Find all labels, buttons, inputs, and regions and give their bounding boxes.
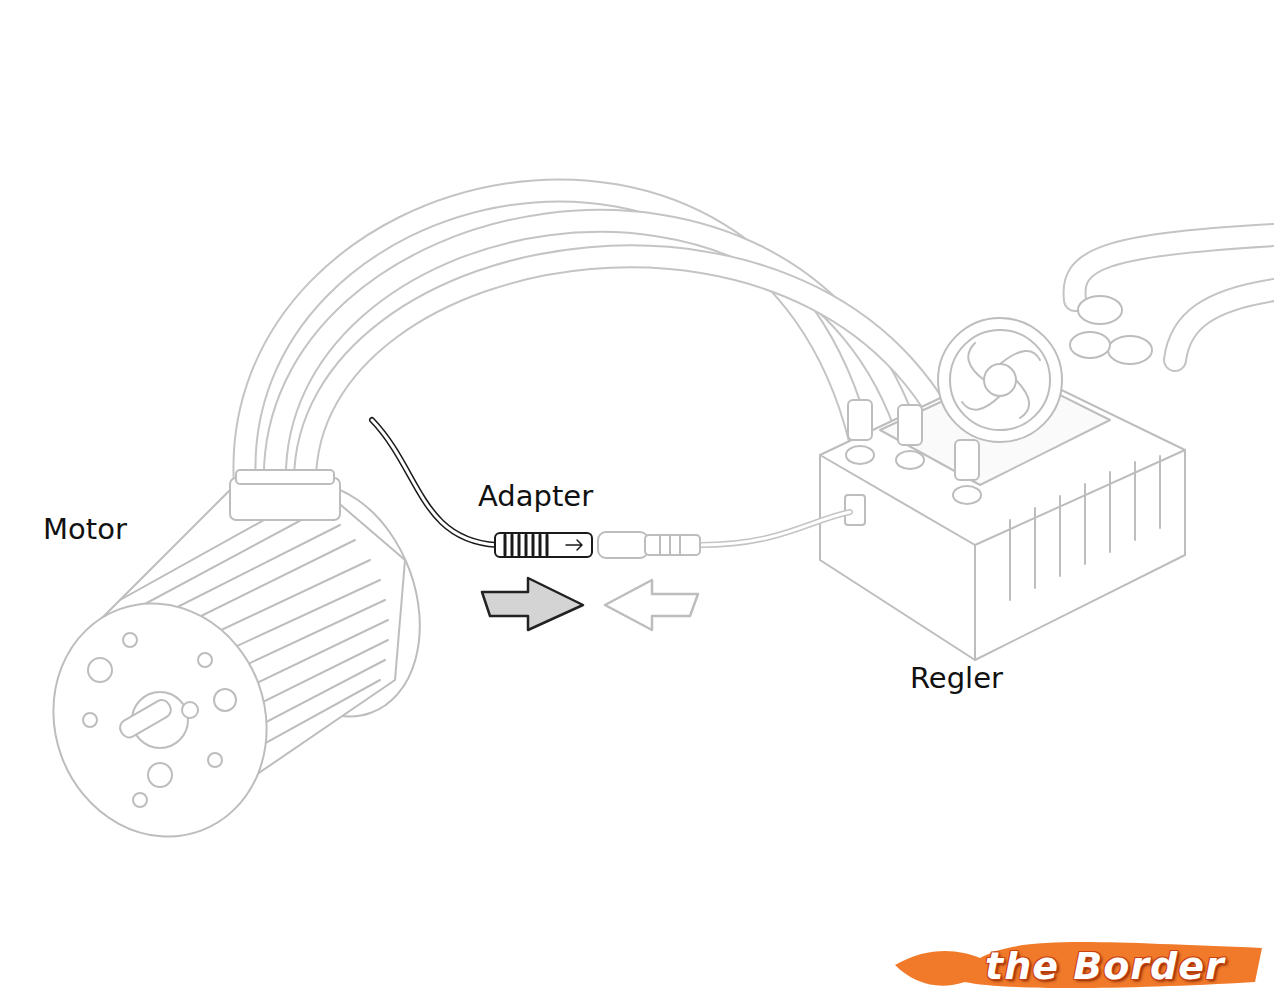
push-arrow-dark [482, 578, 583, 630]
watermark-flame [895, 942, 1262, 988]
part-label: Regler [910, 662, 1003, 695]
push-arrow-light [605, 580, 698, 630]
esc-body [820, 296, 1185, 660]
sensor-wire [372, 420, 850, 545]
part-label: Adapter [478, 480, 593, 513]
part-label: Motor [43, 513, 127, 546]
esc-plug [598, 532, 700, 558]
watermark: the Border [985, 944, 1225, 988]
adapter-plug [495, 533, 592, 557]
motor-body [21, 458, 451, 867]
